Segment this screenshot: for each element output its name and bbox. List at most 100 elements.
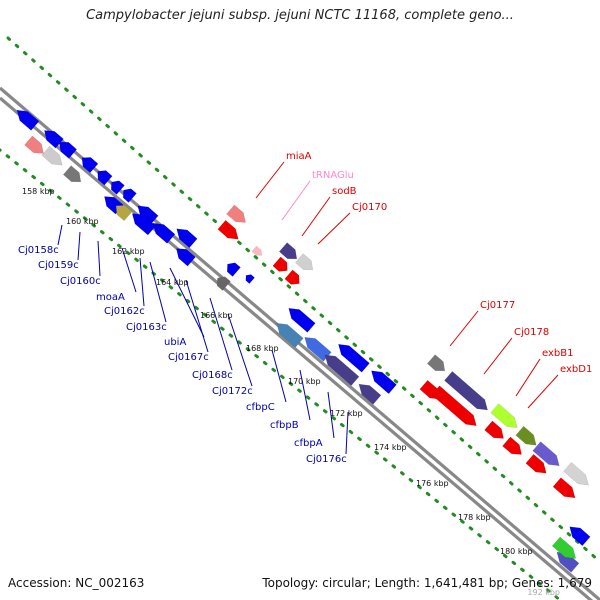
reverse-gene-arrow bbox=[272, 256, 288, 272]
reverse-label-leader-line bbox=[449, 310, 479, 347]
reverse-label-leader-line bbox=[301, 196, 331, 237]
reverse-label-leader-line bbox=[281, 180, 311, 221]
tick-label: 162 kbp bbox=[112, 247, 145, 256]
forward-gene-label: Cj0158c bbox=[18, 245, 59, 256]
forward-gene-label: Cj0167c bbox=[168, 352, 209, 363]
reverse-gene-arrow bbox=[284, 269, 300, 285]
forward-gene-arrow bbox=[226, 262, 241, 277]
forward-label-leader-line bbox=[327, 391, 335, 439]
reverse-gene-label: sodB bbox=[332, 186, 357, 197]
reverse-gene-arrow bbox=[294, 253, 314, 271]
reverse-gene-label: tRNAGlu bbox=[312, 170, 354, 181]
reverse-gene-label: exbD1 bbox=[560, 364, 592, 375]
backbone-line bbox=[0, 96, 594, 600]
reverse-gene-arrow bbox=[552, 477, 576, 499]
scale-note: 192 kbp bbox=[527, 588, 560, 597]
tick-labels: 158 kbp 160 kbp 162 kbp 164 kbp 166 kbp 168 k… bbox=[22, 187, 533, 556]
tick-dot-line bbox=[6, 36, 600, 562]
reverse-gene-arrow bbox=[515, 425, 537, 446]
forward-gene-arrow bbox=[338, 343, 370, 373]
label-leader-lines bbox=[57, 161, 559, 455]
forward-gene-arrow bbox=[324, 354, 360, 386]
forward-gene-label: cfbpB bbox=[270, 420, 299, 431]
forward-gene-label: cfbpC bbox=[246, 402, 275, 413]
reverse-gene-arrow bbox=[24, 135, 44, 154]
topology-label: Topology: bbox=[262, 576, 319, 590]
forward-label-leader-line bbox=[271, 349, 287, 403]
forward-gene-arrow bbox=[81, 157, 99, 174]
accession-label: Accession: bbox=[8, 576, 72, 590]
forward-gene-label: Cj0160c bbox=[60, 276, 101, 287]
tick-label: 158 kbp bbox=[22, 187, 55, 196]
forward-gene-arrow bbox=[288, 307, 316, 333]
reverse-gene-arrow bbox=[278, 242, 298, 260]
forward-gene-arrow bbox=[58, 141, 78, 159]
reverse-label-leader-line bbox=[527, 374, 559, 409]
forward-label-leader-line bbox=[209, 297, 233, 371]
forward-gene-label: Cj0163c bbox=[126, 322, 167, 333]
tick-dot-lines bbox=[0, 36, 600, 600]
forward-gene-arrow bbox=[152, 222, 176, 244]
forward-gene-label: Cj0162c bbox=[104, 306, 145, 317]
tick-label: 166 kbp bbox=[200, 311, 233, 320]
gene-features bbox=[16, 109, 591, 573]
tick-label: 174 kbp bbox=[374, 443, 407, 452]
reverse-gene-arrow bbox=[484, 420, 504, 439]
reverse-gene-label: Cj0177 bbox=[480, 300, 515, 311]
tick-label: 176 kbp bbox=[416, 479, 449, 488]
reverse-gene-label: exbB1 bbox=[542, 348, 573, 359]
map-title: Campylobacter jejuni subsp. jejuni NCTC … bbox=[86, 8, 514, 23]
length-label: Length: bbox=[374, 576, 421, 590]
reverse-gene-arrow bbox=[490, 403, 518, 429]
forward-label-leader-line bbox=[121, 247, 137, 293]
tick-label: 168 kbp bbox=[246, 344, 279, 353]
reverse-gene-arrow bbox=[41, 145, 63, 166]
reverse-gene-arrow bbox=[532, 441, 560, 467]
forward-label-leader-line bbox=[77, 231, 81, 261]
forward-label-leader-line bbox=[345, 411, 349, 455]
reverse-gene-label: Cj0178 bbox=[514, 327, 549, 338]
reverse-label-leader-line bbox=[255, 161, 285, 199]
accession-info: Accession: NC_002163 bbox=[8, 576, 144, 590]
reverse-gene-arrow bbox=[217, 219, 239, 240]
tick-label: 160 kbp bbox=[66, 217, 99, 226]
reverse-gene-arrow bbox=[563, 461, 589, 486]
forward-gene-arrow bbox=[304, 336, 332, 362]
reverse-gene-arrow bbox=[426, 354, 446, 372]
forward-gene-label: Cj0168c bbox=[192, 370, 233, 381]
reverse-gene-label: Cj0170 bbox=[352, 202, 387, 213]
forward-gene-label: Cj0172c bbox=[212, 386, 253, 397]
genome-stats: Topology: circular; Length: 1,641,481 bp… bbox=[262, 576, 592, 590]
tick-label: 170 kbp bbox=[288, 377, 321, 386]
reverse-gene-arrow bbox=[62, 165, 82, 183]
forward-gene-arrow bbox=[176, 248, 196, 267]
forward-label-leader-line bbox=[299, 369, 311, 421]
forward-gene-arrow bbox=[216, 276, 231, 291]
forward-gene-arrow bbox=[16, 109, 40, 131]
reverse-gene-arrow bbox=[444, 371, 488, 411]
reverse-label-leader-line bbox=[483, 337, 513, 375]
topology-value: circular bbox=[322, 576, 367, 590]
tick-label: 172 kbp bbox=[330, 409, 363, 418]
tick-label: 180 kbp bbox=[500, 547, 533, 556]
forward-gene-arrow bbox=[110, 180, 125, 195]
forward-label-leader-line bbox=[149, 261, 167, 323]
forward-label-leader-line bbox=[97, 240, 101, 277]
trna-gene-arrow bbox=[251, 245, 263, 256]
forward-gene-label: Cj0176c bbox=[306, 454, 347, 465]
small-gene-arrow bbox=[245, 274, 255, 284]
reverse-gene-arrow bbox=[551, 536, 577, 559]
forward-gene-label: cfbpA bbox=[294, 438, 323, 449]
forward-label-leader-line bbox=[139, 257, 145, 307]
forward-label-leader-line bbox=[227, 313, 253, 387]
forward-gene-label: Cj0159c bbox=[38, 260, 79, 271]
accession-value: NC_002163 bbox=[75, 576, 145, 590]
forward-label-leader-line bbox=[185, 279, 209, 353]
forward-gene-arrow bbox=[358, 383, 382, 405]
forward-gene-arrow bbox=[569, 526, 591, 547]
feature-labels: Cj0158cCj0159cCj0160cmoaACj0162cCj0163cu… bbox=[18, 151, 592, 465]
tick-label: 164 kbp bbox=[156, 278, 189, 287]
tick-label: 178 kbp bbox=[458, 513, 491, 522]
genes-value: 1,679 bbox=[557, 576, 592, 590]
